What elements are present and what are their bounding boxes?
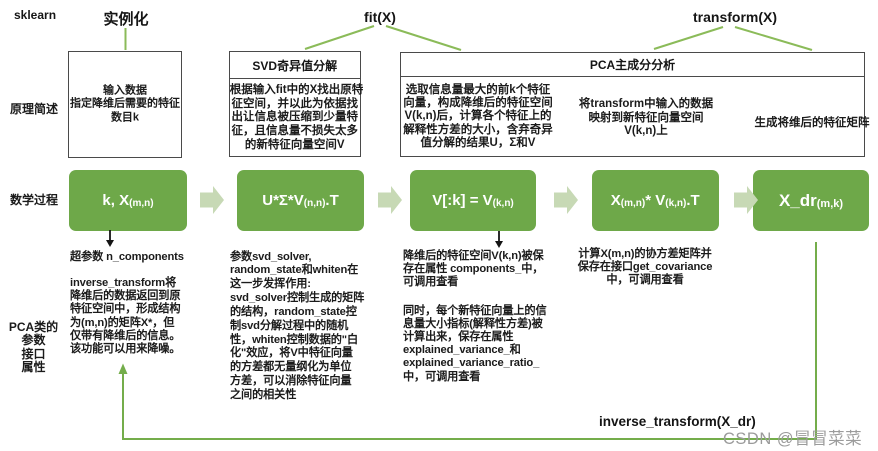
formula-text: .T: [325, 191, 339, 209]
fit-connector-right: [385, 25, 462, 51]
formula-text: k, X: [102, 191, 130, 209]
input-data-box: 输入数据 指定降维后需要的特征 数目k: [68, 51, 182, 158]
process-box-input: k, X(m,n): [69, 170, 187, 231]
pca-box-col3-text: 生成将维后的特征矩阵: [754, 117, 870, 129]
process-box-project: X(m,n) * V(k,n).T: [592, 170, 719, 231]
transform-label: transform(X): [692, 9, 778, 25]
inverse-transform-loop-line: [122, 242, 817, 440]
formula-subscript: (n,n): [303, 197, 326, 209]
formula-subscript: (k,n): [665, 197, 687, 209]
pca-box-col1-text: 选取信息量最大的前k个特征 向量，构成降维后的特征空间 V(k,n)后，计算各个…: [403, 84, 553, 149]
formula-subscript: (k,n): [492, 197, 514, 209]
inverse-transform-loop-arrowhead: [118, 363, 128, 374]
transform-connector-right: [734, 26, 813, 51]
inverse-transform-label: inverse_transform(X_dr): [599, 414, 756, 429]
process-arrow-4: [734, 186, 758, 214]
process-arrow-1: [200, 186, 224, 214]
process-box-result: X_dr(m,k): [753, 170, 869, 231]
formula-text: * V: [645, 191, 666, 209]
sklearn-label: sklearn: [14, 8, 57, 22]
svd-box-text: 根据输入fit中的X找出原特 征空间，并以此为依据找 出让信息被压缩到少量特 征…: [229, 84, 364, 151]
note-arrow-1-head: [106, 240, 114, 247]
process-arrow-3: [554, 186, 578, 214]
formula-text: V[:k] = V: [432, 191, 493, 209]
formula-subscript: (m,n): [129, 197, 154, 209]
note-col1-paragraph: inverse_transform将 降维后的数据返回到原 特征空间中，形成结构…: [70, 277, 181, 356]
formula-text: .T: [686, 191, 700, 209]
instantiate-label: 实例化: [103, 11, 149, 28]
formula-text: U*Σ*V: [262, 191, 304, 209]
fit-label: fit(X): [364, 9, 396, 25]
note-col1-heading: 超参数 n_components: [70, 251, 184, 263]
fit-connector-left: [304, 25, 375, 50]
formula-subscript: (m,k): [816, 197, 844, 210]
pca-box-title: PCA主成分分析: [401, 53, 864, 77]
note-col4-paragraph: 计算X(m,n)的协方差矩阵并 保存在接口get_covariance 中，可调…: [577, 248, 713, 287]
process-box-slice: V[:k] = V(k,n): [410, 170, 536, 231]
csdn-watermark: CSDN @冒冒菜菜: [723, 430, 863, 448]
row-label-math-process: 数学过程: [9, 193, 59, 207]
pca-box: PCA主成分分析 选取信息量最大的前k个特征 向量，构成降维后的特征空间 V(k…: [400, 52, 870, 157]
note-col3-paragraph-1: 降维后的特征空间V(k,n)被保 存在属性 components_中， 可调用查…: [403, 249, 544, 288]
row-label-principle: 原理简述: [9, 102, 59, 116]
transform-connector-left: [653, 26, 724, 50]
note-col2-paragraph: 参数svd_solver, random_state和whiten在 这一步发挥…: [230, 250, 365, 401]
pca-box-col2-text: 将transform中输入的数据 映射到新特征向量空间 V(k,n)上: [578, 98, 714, 138]
input-data-box-text: 输入数据 指定降维后需要的特征 数目k: [70, 84, 180, 124]
note-col3-paragraph-2: 同时，每个新特征向量上的信 息量大小指标(解释性方差)被 计算出来，保存在属性 …: [403, 304, 547, 383]
formula-text: X: [610, 191, 621, 209]
note-arrow-3-head: [495, 241, 503, 248]
svd-box: SVD奇异值分解 根据输入fit中的X找出原特 征空间，并以此为依据找 出让信息…: [229, 51, 364, 157]
svd-box-title: SVD奇异值分解: [230, 52, 360, 79]
row-label-params: PCA类的 参数 接口 属性: [8, 320, 59, 375]
process-arrow-2: [378, 186, 402, 214]
process-box-svd: U*Σ*V(n,n).T: [237, 170, 364, 231]
formula-subscript: (m,n): [620, 197, 646, 209]
formula-text: X_dr: [778, 190, 817, 210]
